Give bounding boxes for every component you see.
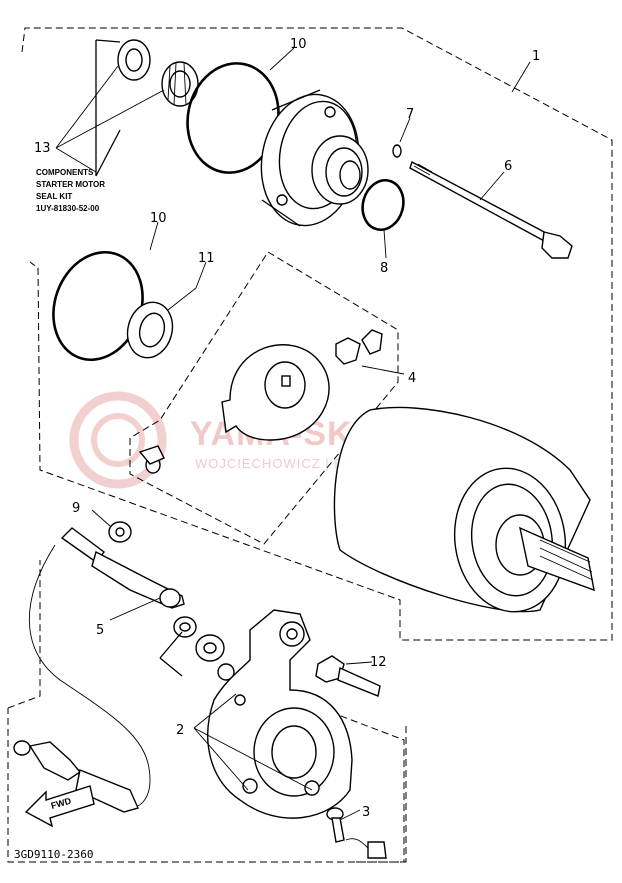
callout-5: 5 (96, 623, 104, 638)
mounting-bolt (315, 655, 381, 697)
washer-c (217, 663, 235, 681)
callout-12: 12 (370, 655, 387, 670)
brush-set (138, 329, 383, 474)
o-ring-tiny (392, 144, 402, 158)
brush-holder-outline (129, 251, 399, 545)
callout-8: 8 (380, 261, 388, 276)
assembly-outline (21, 27, 613, 641)
through-bolt (409, 160, 573, 259)
kit-note-line-1: COMPONENTS (36, 168, 94, 177)
callout-3: 3 (362, 805, 370, 820)
callout-7: 7 (406, 107, 414, 122)
washer (126, 301, 174, 359)
callout-6: 6 (504, 159, 512, 174)
oil-seal (117, 39, 151, 81)
figure-code: 3GD9110-2360 (14, 848, 93, 861)
terminal-outline (319, 707, 405, 863)
fwd-arrow-icon: FWD (24, 785, 95, 828)
watermark-logo-icon (69, 391, 167, 489)
brush-plate (221, 344, 330, 441)
callout-11: 11 (198, 251, 215, 266)
front-cover (260, 89, 369, 227)
callout-10-lower: 10 (150, 211, 167, 226)
housing-outline (7, 560, 407, 863)
kit-note-line-4: 1UY-81830-52-00 (36, 204, 100, 213)
callout-4: 4 (408, 371, 416, 386)
rear-housing (207, 609, 353, 819)
kit-note-line-3: SEAL KIT (36, 192, 72, 201)
callout-10-top: 10 (290, 37, 307, 52)
lead-wire (28, 527, 185, 808)
callout-1: 1 (532, 49, 540, 64)
o-ring-small (361, 179, 405, 231)
cable-terminal (13, 740, 139, 813)
yoke-armature (333, 406, 595, 613)
terminal-screw (326, 807, 387, 859)
needle-bearing (161, 61, 199, 107)
kit-note-line-2: STARTER MOTOR (36, 180, 105, 189)
callout-9: 9 (72, 501, 80, 516)
callout-2: 2 (176, 723, 184, 738)
callout-13: 13 (34, 141, 51, 156)
